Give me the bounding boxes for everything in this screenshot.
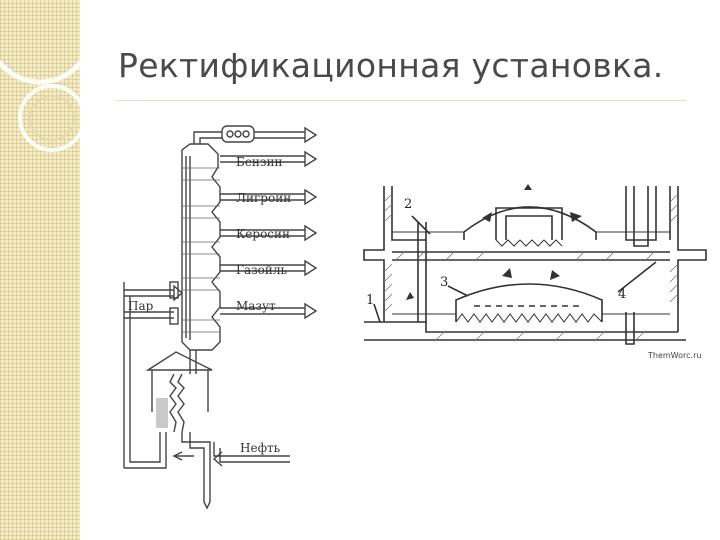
- decorative-circles: [0, 0, 95, 152]
- tray-drawing: [363, 184, 707, 345]
- callout-4: 4: [618, 287, 627, 302]
- bubble-cap-tray-diagram: 2 3 4 1 ThemWorc.ru: [356, 182, 711, 362]
- title-divider: [116, 100, 686, 101]
- label-mazut: Мазут: [236, 299, 276, 313]
- label-gazoil: Газойль: [236, 263, 288, 277]
- label-neft: Нефть: [240, 441, 281, 455]
- column-drawing: [123, 125, 318, 510]
- callout-2: 2: [404, 197, 413, 212]
- callout-1: 1: [366, 293, 375, 308]
- label-ligroin: Лигроин: [236, 191, 292, 205]
- watermark: ThemWorc.ru: [648, 351, 702, 360]
- callout-3: 3: [440, 275, 449, 290]
- label-par: Пар: [128, 299, 154, 313]
- slide-title: Ректификационная установка.: [118, 46, 664, 85]
- label-benzin: Бензин: [236, 155, 283, 169]
- distillation-column-diagram: Бензин Лигроин Керосин Газойль Мазут Пар…: [90, 112, 340, 512]
- label-kerosin: Керосин: [236, 227, 291, 241]
